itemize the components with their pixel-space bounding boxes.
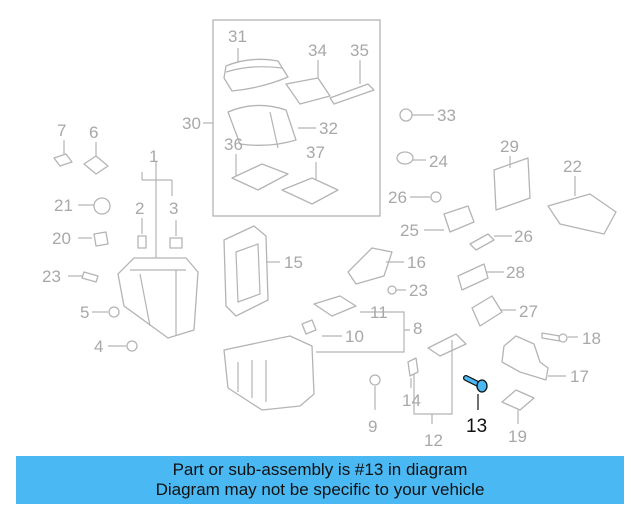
callout-28: 27 <box>519 302 538 321</box>
grommet-5-part <box>108 306 120 318</box>
callout-23-right: 23 <box>409 281 428 300</box>
screw-18-part <box>541 332 561 342</box>
clip-14-part <box>407 357 419 377</box>
console-box-part <box>117 257 199 339</box>
callout-31: 30 <box>182 114 201 133</box>
grommet-part <box>396 151 414 165</box>
callout-11: 11 <box>370 303 388 322</box>
bezel-16-part <box>347 247 393 285</box>
callout-18: 18 <box>582 329 601 348</box>
armrest-lid-part <box>223 58 289 92</box>
callout-26: 26 <box>388 188 407 207</box>
callout-30: 29 <box>500 137 519 156</box>
callout-8: 8 <box>413 319 422 338</box>
callout-15: 15 <box>284 253 303 272</box>
side-panel-30-part <box>493 157 531 211</box>
fastener-26-part <box>430 191 442 203</box>
callout-3: 3 <box>169 199 178 218</box>
screw-23-right-part <box>387 285 397 295</box>
screw-23-left-part <box>81 271 99 283</box>
callout-36: 35 <box>350 41 369 60</box>
callout-2: 2 <box>135 199 144 218</box>
mat-part <box>281 177 339 205</box>
pad-6-part <box>83 155 109 175</box>
bracket-12-part <box>427 333 467 357</box>
callout-1: 1 <box>149 147 158 166</box>
clip-27-part <box>469 233 495 251</box>
callout-29: 28 <box>506 263 525 282</box>
bracket-17-part <box>501 335 549 381</box>
callout-35: 34 <box>308 41 327 60</box>
callout-27: 26 <box>514 227 533 246</box>
callout-19: 19 <box>508 427 527 446</box>
callout-6: 6 <box>89 123 98 142</box>
bin-11-part <box>313 295 357 317</box>
callout-12: 12 <box>424 431 443 450</box>
callout-14: 14 <box>402 391 421 410</box>
callout-7: 7 <box>57 121 66 140</box>
bolt-34-part <box>399 108 413 122</box>
callout-34: 33 <box>437 106 456 125</box>
callout-17: 17 <box>570 367 589 386</box>
callout-20: 20 <box>52 229 71 248</box>
switch-block-part <box>443 205 475 233</box>
clip-2-part <box>137 235 147 249</box>
callout-13: 13 <box>466 416 487 437</box>
callout-21: 21 <box>54 196 73 215</box>
clip-20-part <box>93 231 109 247</box>
mat-10-part <box>301 319 317 335</box>
parts-diagram: 30 31 34 35 32 36 37 33 24 26 25 29 22 <box>42 19 617 450</box>
cover-29-part <box>457 263 489 291</box>
callout-37: 36 <box>224 135 243 154</box>
lower-console-part <box>223 335 315 411</box>
side-panel-15-part <box>223 225 269 317</box>
callout-5: 5 <box>80 303 89 322</box>
callout-24: 24 <box>429 152 448 171</box>
callout-32: 31 <box>228 27 247 46</box>
bolt-13-highlighted-part <box>463 375 488 393</box>
callout-38: 37 <box>306 143 325 162</box>
rear-panel-22-part <box>547 193 617 235</box>
tray-part <box>231 163 289 191</box>
armrest-body-part <box>227 104 297 146</box>
callout-9: 9 <box>368 417 377 436</box>
callout-16: 16 <box>407 253 426 272</box>
screw-4-part <box>126 340 138 352</box>
banner-line-1: Part or sub-assembly is #13 in diagram <box>172 460 468 479</box>
callout-10: 10 <box>345 327 364 346</box>
callout-23-left: 23 <box>42 267 61 286</box>
callout-33: 32 <box>319 119 338 138</box>
plate-28-part <box>471 295 503 327</box>
callout-22: 22 <box>563 157 582 176</box>
banner-line-2: Diagram may not be specific to your vehi… <box>155 480 485 499</box>
callout-4: 4 <box>94 337 103 356</box>
screw-9-part <box>369 374 381 386</box>
plate-19-part <box>501 389 535 411</box>
cap-21-part <box>93 197 111 215</box>
latch-part <box>329 83 375 105</box>
armrest-inset-box <box>212 19 381 217</box>
pad-7-part <box>53 153 73 167</box>
clip-3-part <box>169 237 183 249</box>
callout-25: 25 <box>400 221 419 240</box>
diagram-notice-banner: Part or sub-assembly is #13 in diagram D… <box>16 456 624 504</box>
hinge-plate-part <box>285 77 331 105</box>
